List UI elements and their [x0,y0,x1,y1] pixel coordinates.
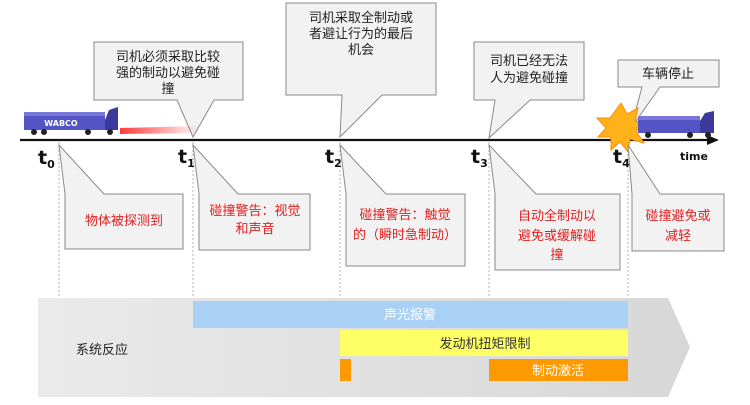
callout-bottom-t3-line1: 自动全制动以 [518,208,596,224]
callout-top-t4 [617,59,720,129]
brake-pulse-bar [340,359,351,381]
callout-bottom-t0 [58,143,184,250]
truck-icon: WABCO [24,107,118,135]
callout-bottom-t1 [192,143,311,251]
callout-bottom-t2 [339,143,466,267]
callout-bottom-t1-line1: 碰撞警告：视觉 [209,203,300,219]
callout-top-t4-line1: 车辆停止 [642,66,694,82]
callout-bottom-t3-line2: 避免或缓解碰 [518,229,596,244]
top-callout-texts: 司机必须采取比较 强的制动以避免碰 撞 司机采取全制动或 者避让行为的最后 机会… [116,10,694,97]
tick-t0: t0 [38,147,55,171]
callout-top-t3-line1: 司机已经无法 [490,54,568,69]
callout-bottom-t4-line1: 碰撞避免或 [645,209,710,224]
brake-activation-label: 制动激活 [532,364,584,379]
callout-bottom-t4-line2: 减轻 [665,229,691,244]
callout-top-t1-line2: 强的制动以避免碰 [116,65,220,81]
callout-top-t2 [285,2,437,139]
callout-bottom-t2-line1: 碰撞警告：触觉 [359,207,450,223]
callout-top-t1-line3: 撞 [161,82,174,97]
callout-top-t3-line2: 人为避免碰撞 [490,71,568,86]
bottom-callout-texts: 物体被探测到 碰撞警告：视觉 和声音 碰撞警告：触觉 的（瞬时急制动） 自动全制… [85,203,711,263]
tick-t3: t3 [471,146,488,170]
braking-trail [120,126,200,134]
callout-top-t1 [93,41,244,139]
callout-top-t1-line1: 司机必须采取比较 [116,50,220,65]
truck-brand-label: WABCO [44,119,78,128]
bottom-callouts [58,143,725,271]
callout-top-t2-line1: 司机采取全制动或 [309,10,413,26]
audio-visual-alarm-label: 声光报警 [384,307,436,323]
callout-bottom-t1-line2: 和声音 [235,221,274,237]
tick-guides [58,142,629,298]
engine-torque-limit-bar [340,330,628,356]
tick-t4: t4 [613,146,630,170]
callout-top-t2-line2: 者避让行为的最后 [309,26,413,42]
callout-top-t3 [473,41,585,140]
callout-bottom-t3 [488,143,621,271]
top-callouts [93,2,720,140]
callout-bottom-t2-line2: 的（瞬时急制动） [353,227,457,243]
tick-t2: t2 [325,146,342,170]
callout-bottom-t3-line3: 撞 [550,248,563,263]
audio-visual-alarm-bar [193,301,628,328]
engine-torque-limit-label: 发动机扭矩限制 [439,336,530,352]
stopped-truck-icon [638,111,714,138]
tick-labels: t0 t1 t2 t3 t4 [38,146,630,171]
callout-bottom-t0-line1: 物体被探测到 [85,214,163,229]
tick-t1: t1 [178,146,195,170]
callout-bottom-t4 [627,144,725,252]
collision-explosion-icon [595,102,650,154]
time-axis-arrowhead [707,135,719,145]
brake-activation-bar [489,359,628,381]
time-axis-label: time [680,150,708,163]
callout-top-t2-line3: 机会 [348,43,374,58]
system-response-bars: 声光报警 发动机扭矩限制 制动激活 [193,301,628,381]
system-response-label: 系统反应 [76,342,128,358]
